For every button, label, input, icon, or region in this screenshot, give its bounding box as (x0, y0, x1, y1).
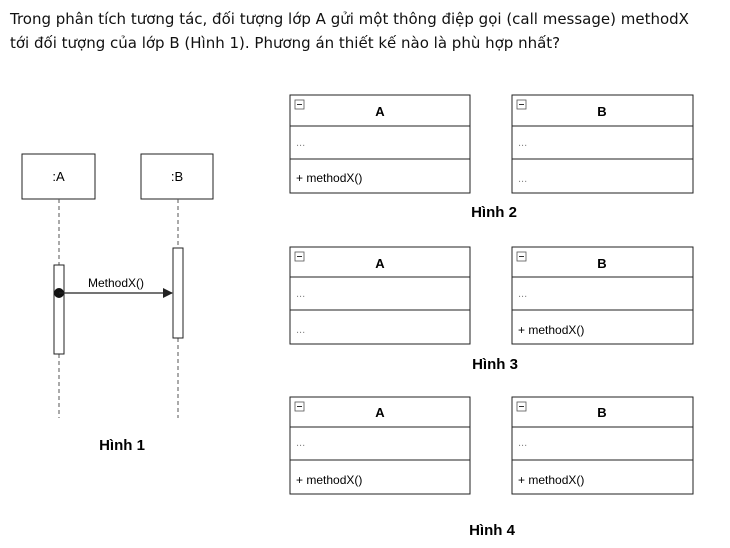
option-hinh-4: A ... + methodX() B ... + methodX() Hình… (289, 396, 694, 539)
class-b-operations: + methodX() (518, 473, 584, 487)
sequence-diagram: :A :B MethodX() Hình 1 (21, 153, 214, 454)
class-box-b-frame (511, 94, 694, 194)
question-line-1: Trong phân tích tương tác, đối tượng lớp… (10, 10, 689, 28)
class-box-a-frame (289, 246, 471, 345)
class-b-operations: ... (518, 173, 527, 185)
collapse-square-icon[interactable] (516, 251, 527, 262)
class-a-attributes: ... (296, 137, 305, 149)
lifeline-b: :B (140, 153, 214, 418)
class-box-a: A ... ... (289, 246, 471, 345)
activation-bar-b (172, 247, 184, 339)
option-hinh-3: A ... ... B ... + methodX() Hình 3 (289, 246, 694, 373)
class-box-a-frame (289, 94, 471, 194)
class-box-a: A ... + methodX() (289, 94, 471, 194)
class-b-attributes: ... (518, 288, 527, 300)
class-a-operations: + methodX() (296, 171, 362, 185)
activation-bar-a (53, 264, 65, 355)
class-a-operations: ... (296, 324, 305, 336)
class-b-attributes: ... (518, 437, 527, 449)
collapse-square-icon[interactable] (516, 401, 527, 412)
class-box-b: B ... ... (511, 94, 694, 194)
class-box-b-frame (511, 246, 694, 345)
figure-3-caption: Hình 3 (472, 356, 518, 373)
collapse-square-icon[interactable] (516, 99, 527, 110)
class-a-name: A (375, 256, 385, 271)
class-box-b: B ... + methodX() (511, 396, 694, 495)
class-a-attributes: ... (296, 437, 305, 449)
class-box-a-frame (289, 396, 471, 495)
class-box-b-frame (511, 396, 694, 495)
class-a-attributes: ... (296, 288, 305, 300)
class-b-name: B (597, 256, 606, 271)
class-b-name: B (597, 405, 606, 420)
class-a-name: A (375, 104, 385, 119)
collapse-square-icon[interactable] (294, 401, 305, 412)
lifeline-b-label: :B (171, 169, 183, 184)
class-box-a: A ... + methodX() (289, 396, 471, 495)
message-methodx: MethodX() (54, 276, 173, 298)
lifeline-a-head (21, 153, 96, 200)
lifeline-b-head (140, 153, 214, 200)
question-text: Trong phân tích tương tác, đối tượng lớp… (10, 7, 722, 55)
class-a-name: A (375, 405, 385, 420)
figure-1-caption: Hình 1 (99, 437, 145, 454)
figure-4-caption: Hình 4 (469, 522, 515, 539)
question-line-2: tới đối tượng của lớp B (Hình 1). Phương… (10, 34, 561, 52)
lifeline-a: :A (21, 153, 96, 418)
collapse-square-icon[interactable] (294, 251, 305, 262)
option-hinh-2: A ... + methodX() B ... ... Hình 2 (289, 94, 694, 221)
lifeline-a-label: :A (52, 169, 65, 184)
class-a-operations: + methodX() (296, 473, 362, 487)
class-b-attributes: ... (518, 137, 527, 149)
class-box-b: B ... + methodX() (511, 246, 694, 345)
message-label: MethodX() (88, 276, 144, 290)
collapse-square-icon[interactable] (294, 99, 305, 110)
class-b-operations: + methodX() (518, 323, 584, 337)
figure-2-caption: Hình 2 (471, 204, 517, 221)
class-b-name: B (597, 104, 606, 119)
